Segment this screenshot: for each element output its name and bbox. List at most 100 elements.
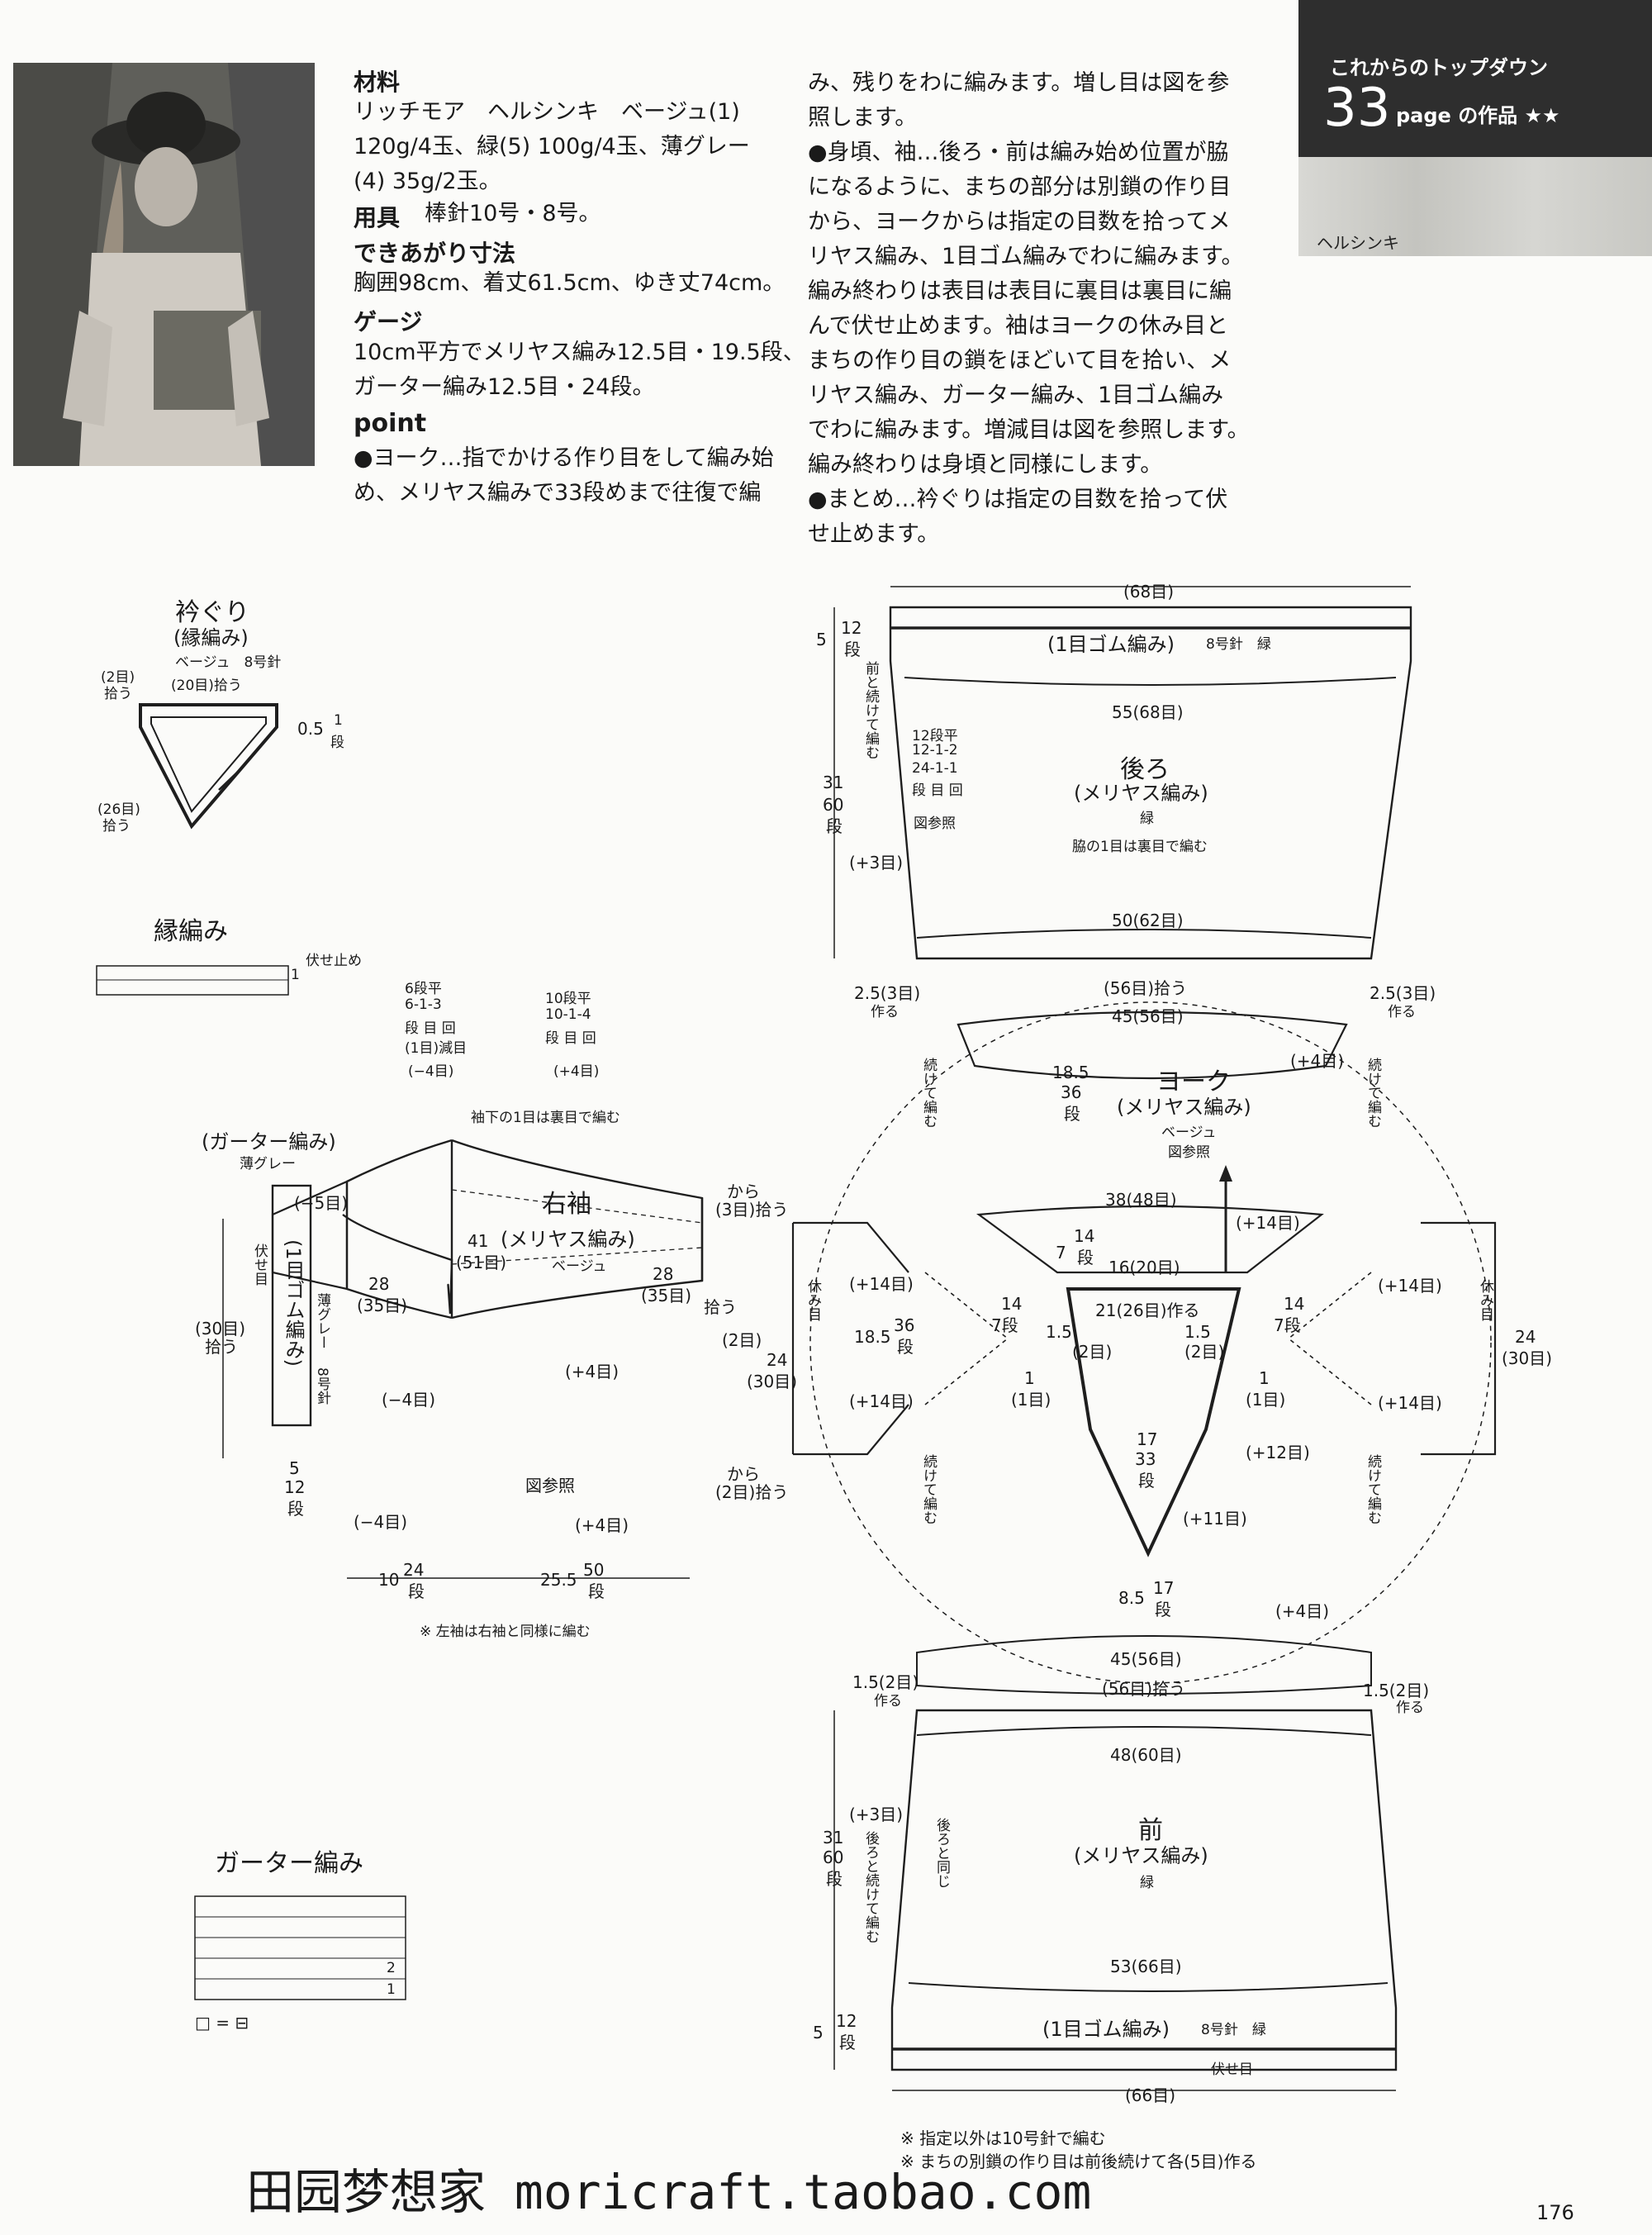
white-star-5: (−4目) [408,1063,454,1080]
cuff-h12: 12 [284,1477,306,1497]
garter-legend: □ = ⊟ [195,2013,249,2033]
yoke-h14b: 段 [1077,1248,1094,1267]
yoke-cont-l: 続けて編む [920,1058,937,1128]
yoke-w36: 36 [894,1315,915,1335]
point-right-9: まちの作り目の鎖をほどいて目を拾い、メ [808,348,1232,373]
neckline-title: 衿ぐり [175,598,249,627]
neckline-sub: (縁編み) [173,626,249,649]
sleeve-w41: 41 [468,1231,489,1251]
neckline-shape [139,703,278,830]
sleeve-garter-color: 薄グレー [240,1156,296,1172]
sleeve-len50: 50 [583,1560,605,1580]
cuff-30: (30目) [195,1319,246,1339]
front-gusset-l: 1.5(2目) [852,1672,919,1692]
yoke-w30r: (30目) [1502,1348,1553,1368]
tools-heading: 用具 [354,204,401,231]
point-right-2: 照します。 [808,105,918,131]
front-stitch: (メリヤス編み) [1074,1844,1208,1867]
back-title: 後ろ [1120,755,1170,784]
point-right-4: になるように、まちの部分は別鎖の作り目 [808,174,1232,200]
neckline-height-rows: 1 [334,712,343,729]
sleeve-from2: から [727,1464,760,1484]
yoke-w16: 16(20目) [1108,1258,1180,1277]
black-star-2: 10-1-4 [545,1006,591,1023]
size-heading: できあがり寸法 [354,240,516,267]
front-h12: 12 [836,2011,857,2031]
yoke-w21: 21(26目)作る [1095,1301,1200,1320]
yoke-plus14-r1: (+14目) [1378,1276,1442,1296]
yoke-title: ヨーク [1156,1068,1231,1096]
yoke-cont-l-bottom: 続けて編む [920,1454,937,1524]
cuff-color: 薄グレー [314,1293,330,1349]
back-inc-2: 12-1-2 [912,742,958,758]
sleeve-center2: (2目) [722,1330,762,1350]
cuff-h5: 5 [289,1458,300,1478]
back-inc-4: 段 目 回 [912,782,963,799]
back-h60b: 段 [826,816,843,836]
sleeve-w28r: 28 [653,1264,674,1284]
materials-heading: 材料 [354,69,401,96]
yoke-stitch: (メリヤス編み) [1117,1096,1251,1119]
yoke-s7l: 7段 [991,1315,1018,1335]
note-needle: ※ 指定以外は10号針で編む [900,2128,1106,2148]
yoke-plus14-l2: (+14目) [849,1391,914,1411]
yarn-sample: ヘルシンキ [1298,157,1652,256]
header-box: これからのトップダウン 33 page の作品 ★★ [1298,0,1652,157]
cuff-needle: 8号針 [314,1367,330,1405]
sleeve-len50b: 段 [588,1581,605,1601]
front-gusset-rb: 作る [1396,1700,1424,1716]
yoke-w24r: 24 [1515,1327,1536,1347]
point-right-11: でわに編みます。増減目は図を参照します。 [808,417,1250,443]
back-gusset-lb: 作る [871,1004,899,1020]
series-title: これからのトップダウン [1330,56,1548,79]
point-heading: point [354,409,427,438]
materials-line-1: リッチモア ヘルシンキ ベージュ(1) [354,99,740,125]
white-star-1: 6段平 [405,981,442,997]
back-w56: (56目)拾う [1104,978,1188,998]
yoke-w45-bottom: 45(56目) [1110,1649,1182,1669]
back-rib: (1目ゴム編み) [1047,633,1175,656]
yoke-s2r: (2目) [1184,1342,1225,1362]
neckline-pick-left: (2目) [101,669,135,686]
gauge-line-2: ガーター編み12.5目・24段。 [354,374,655,400]
yoke-s1r: 1 [1259,1368,1270,1388]
model-photo [13,63,315,466]
point-right-14: せ止めます。 [808,521,940,547]
yoke-plus14c: (+14目) [1236,1213,1300,1233]
back-continue: 前と続けて編む [862,661,879,759]
back-plus3: (+3目) [849,853,904,873]
sleeve-w51: (51目) [456,1253,507,1272]
front-continue: 後ろと続けて編む [862,1831,879,1943]
sleeve-minus4a: (−4目) [382,1390,436,1410]
back-inc-3: 24-1-1 [912,760,958,777]
sleeve-title: 右袖 [542,1190,591,1219]
neckline-pick-bottom-b: 拾う [102,818,131,835]
sleeve-minus4b: (−4目) [354,1512,408,1532]
sleeve-len24b: 段 [408,1581,425,1601]
point-right-6: リヤス編み、1目ゴム編みでわに編みます。 [808,244,1244,269]
sleeve-plus4a: (+4目) [565,1362,620,1381]
garter-row-1: 1 [387,1981,396,1998]
front-gusset-lb: 作る [874,1693,902,1710]
yoke-plus14-r2: (+14目) [1378,1393,1442,1413]
size-text: 胸囲98cm、着丈61.5cm、ゆき丈74cm。 [354,270,786,296]
yoke-plus11: (+11目) [1183,1509,1247,1529]
neckline-pick-bottom: (26目) [97,801,140,818]
sleeve-w28: 28 [368,1274,390,1294]
back-rib-needle: 8号針 緑 [1206,636,1271,653]
back-w50: 50(62目) [1112,911,1184,930]
neck-opening [1066,1287,1241,1557]
sleeve-color: ベージュ [552,1258,607,1275]
yoke-h14: 14 [1074,1226,1095,1246]
sleeve-under-note: 袖下の1目は裏目で編む [471,1110,620,1126]
point-right-10: リヤス編み、ガーター編み、1目ゴム編み [808,383,1224,408]
yoke-cont-r-bottom: 続けて編む [1365,1454,1381,1524]
point-right-13: ●まとめ…衿ぐりは指定の目数を拾って伏 [808,487,1228,512]
yoke-color: ベージュ [1161,1125,1217,1141]
model-photo-illustration [13,63,315,466]
front-h60: 60 [823,1847,844,1867]
neckline-height: 0.5 [297,719,324,739]
sleeve-from3: から [727,1182,760,1201]
point-right-1: み、残りをわに編みます。増し目は図を参 [808,70,1230,96]
yoke-h33: 33 [1135,1449,1156,1469]
